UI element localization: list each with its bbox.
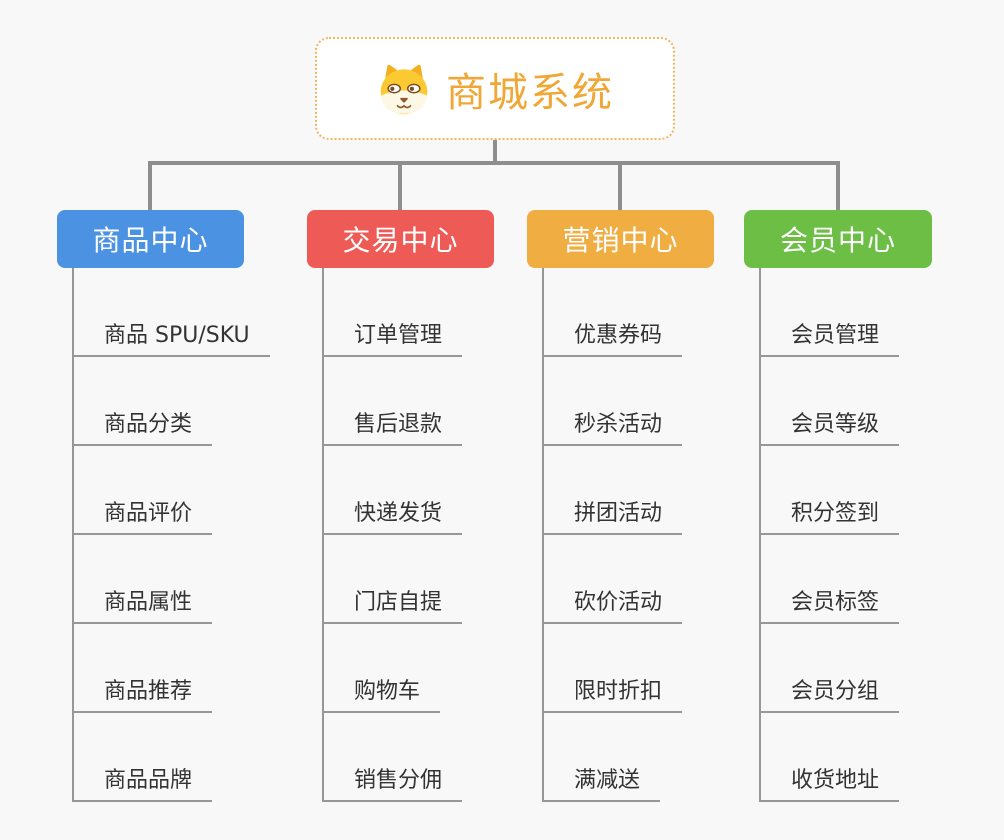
- leaf-node[interactable]: 限时折扣: [544, 624, 683, 713]
- connector-drop-product: [148, 161, 152, 210]
- leaf-node[interactable]: 会员标签: [761, 535, 900, 624]
- leaf-node[interactable]: 秒杀活动: [544, 357, 683, 446]
- leaf-node[interactable]: 拼团活动: [544, 446, 683, 535]
- leaf-node[interactable]: 积分签到: [761, 446, 900, 535]
- branch-trade-center: 交易中心 订单管理 售后退款 快递发货 门店自提 购物车 销售分佣: [307, 210, 494, 802]
- branch-product-center: 商品中心 商品 SPU/SKU 商品分类 商品评价 商品属性 商品推荐 商品品牌: [57, 210, 270, 802]
- connector-drop-trade: [398, 161, 402, 210]
- branch-items-member-center: 会员管理 会员等级 积分签到 会员标签 会员分组 收货地址: [759, 268, 900, 802]
- leaf-node[interactable]: 购物车: [324, 624, 441, 713]
- branch-items-product-center: 商品 SPU/SKU 商品分类 商品评价 商品属性 商品推荐 商品品牌: [72, 268, 270, 802]
- branch-member-center: 会员中心 会员管理 会员等级 积分签到 会员标签 会员分组 收货地址: [744, 210, 932, 802]
- branch-marketing-center: 营销中心 优惠券码 秒杀活动 拼团活动 砍价活动 限时折扣 满减送: [527, 210, 714, 802]
- leaf-node[interactable]: 砍价活动: [544, 535, 683, 624]
- leaf-node[interactable]: 售后退款: [324, 357, 463, 446]
- root-title: 商城系统: [446, 69, 614, 116]
- leaf-node[interactable]: 会员分组: [761, 624, 900, 713]
- connector-drop-member: [836, 161, 840, 210]
- leaf-node[interactable]: 会员等级: [761, 357, 900, 446]
- dog-icon: [380, 64, 428, 114]
- leaf-node[interactable]: 收货地址: [761, 713, 900, 802]
- connector-drop-marketing: [618, 161, 622, 210]
- connector-root-stub: [493, 140, 497, 165]
- branch-items-marketing-center: 优惠券码 秒杀活动 拼团活动 砍价活动 限时折扣 满减送: [542, 268, 683, 802]
- leaf-node[interactable]: 销售分佣: [324, 713, 463, 802]
- leaf-node[interactable]: 商品分类: [74, 357, 213, 446]
- leaf-node[interactable]: 门店自提: [324, 535, 463, 624]
- leaf-node[interactable]: 订单管理: [324, 268, 463, 357]
- leaf-node[interactable]: 商品推荐: [74, 624, 213, 713]
- leaf-node[interactable]: 商品 SPU/SKU: [74, 268, 270, 357]
- branch-node-member-center[interactable]: 会员中心: [744, 210, 932, 268]
- leaf-node[interactable]: 会员管理: [761, 268, 900, 357]
- branch-items-trade-center: 订单管理 售后退款 快递发货 门店自提 购物车 销售分佣: [322, 268, 463, 802]
- leaf-node[interactable]: 商品属性: [74, 535, 213, 624]
- branch-node-product-center[interactable]: 商品中心: [57, 210, 244, 268]
- leaf-node[interactable]: 快递发货: [324, 446, 463, 535]
- root-node[interactable]: 商城系统: [315, 37, 675, 140]
- leaf-node[interactable]: 满减送: [544, 713, 661, 802]
- leaf-node[interactable]: 商品评价: [74, 446, 213, 535]
- connector-horizontal: [148, 161, 840, 165]
- leaf-node[interactable]: 优惠券码: [544, 268, 683, 357]
- leaf-node[interactable]: 商品品牌: [74, 713, 213, 802]
- branch-node-trade-center[interactable]: 交易中心: [307, 210, 494, 268]
- branch-node-marketing-center[interactable]: 营销中心: [527, 210, 714, 268]
